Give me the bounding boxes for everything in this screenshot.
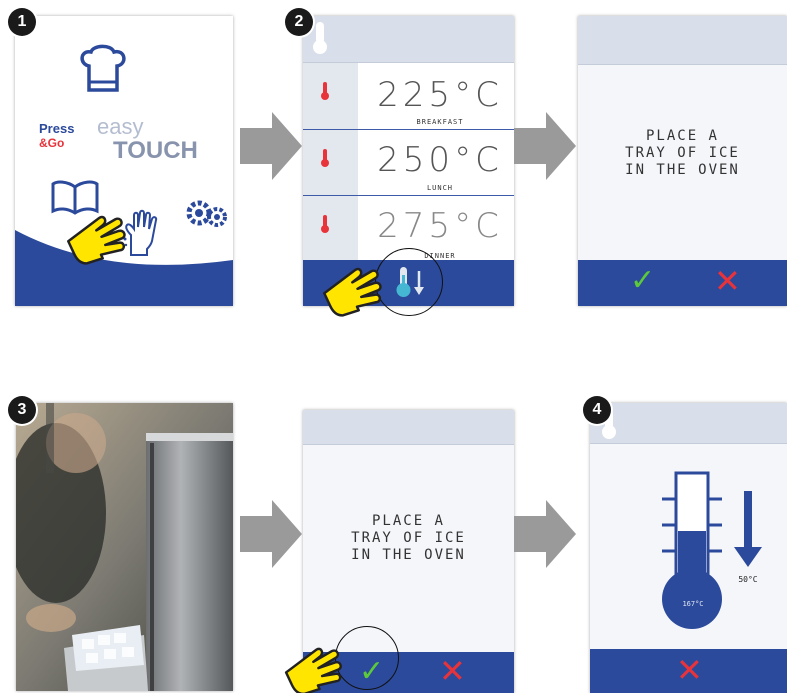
dialog-message: PLACE A TRAY OF ICE IN THE OVEN bbox=[578, 128, 787, 179]
message-line-2: TRAY OF ICE bbox=[578, 145, 787, 162]
ice-tray-photo bbox=[16, 403, 233, 691]
chef-hat-icon[interactable] bbox=[77, 44, 129, 98]
target-temperature: 50°C bbox=[730, 575, 766, 584]
step-badge-1: 1 bbox=[8, 8, 36, 36]
preset-temperature: 225°C bbox=[375, 75, 505, 115]
place-ice-dialog-panel: PLACE A TRAY OF ICE IN THE OVEN ✓ ✕ bbox=[578, 16, 787, 306]
dialog-header bbox=[303, 410, 514, 445]
dialog-message: PLACE A TRAY OF ICE IN THE OVEN bbox=[303, 513, 514, 564]
dialog-footer: ✓ ✕ bbox=[578, 260, 787, 306]
arrow-down-icon bbox=[734, 491, 762, 567]
arrow-2-icon bbox=[514, 112, 576, 180]
pointing-hand-icon bbox=[280, 630, 350, 693]
message-line-3: IN THE OVEN bbox=[303, 547, 514, 564]
press-go-logo[interactable]: Press &Go bbox=[39, 121, 74, 150]
pointing-hand-icon bbox=[62, 198, 134, 270]
cancel-x-icon[interactable]: ✕ bbox=[714, 262, 741, 300]
thermometer-red-icon bbox=[320, 148, 330, 168]
go-label: &Go bbox=[39, 136, 74, 150]
easytouch-logo: easy TOUCH bbox=[97, 116, 198, 164]
cooling-footer: ✕ bbox=[590, 649, 787, 693]
message-line-2: TRAY OF ICE bbox=[303, 530, 514, 547]
dialog-header bbox=[578, 16, 787, 65]
pointing-hand-icon bbox=[318, 250, 390, 322]
thermometer-red-icon bbox=[320, 81, 330, 101]
preset-temperature: 250°C bbox=[375, 140, 505, 180]
arrow-3-icon bbox=[240, 500, 302, 568]
settings-gears-icon[interactable] bbox=[185, 199, 227, 229]
current-temperature: 167°C bbox=[672, 600, 714, 608]
preset-label: LUNCH bbox=[375, 184, 505, 192]
preset-row-breakfast[interactable]: 225°C BREAKFAST bbox=[303, 63, 514, 130]
message-line-1: PLACE A bbox=[303, 513, 514, 530]
preset-temperature: 275°C bbox=[375, 206, 505, 246]
preset-label: BREAKFAST bbox=[375, 118, 505, 126]
step-badge-2: 2 bbox=[285, 8, 313, 36]
message-line-1: PLACE A bbox=[578, 128, 787, 145]
cooling-progress-panel: 167°C 50°C ✕ bbox=[590, 403, 787, 693]
step-badge-3: 3 bbox=[8, 396, 36, 424]
thermometer-header-icon bbox=[311, 20, 329, 56]
temperature-list-header bbox=[303, 16, 514, 63]
step-badge-4: 4 bbox=[583, 396, 611, 424]
message-line-3: IN THE OVEN bbox=[578, 162, 787, 179]
cancel-x-icon[interactable]: ✕ bbox=[676, 651, 703, 689]
photo-illustration bbox=[16, 403, 233, 691]
thermometer-red-icon bbox=[320, 214, 330, 234]
touch-label: TOUCH bbox=[113, 138, 198, 164]
preset-row-lunch[interactable]: 250°C LUNCH bbox=[303, 130, 514, 196]
confirm-check-icon[interactable]: ✓ bbox=[630, 263, 655, 298]
easy-label: easy bbox=[97, 116, 198, 138]
cooling-header bbox=[590, 403, 787, 444]
press-label: Press bbox=[39, 121, 74, 136]
arrow-4-icon bbox=[514, 500, 576, 568]
arrow-1-icon bbox=[240, 112, 302, 180]
cancel-x-icon[interactable]: ✕ bbox=[439, 652, 466, 690]
